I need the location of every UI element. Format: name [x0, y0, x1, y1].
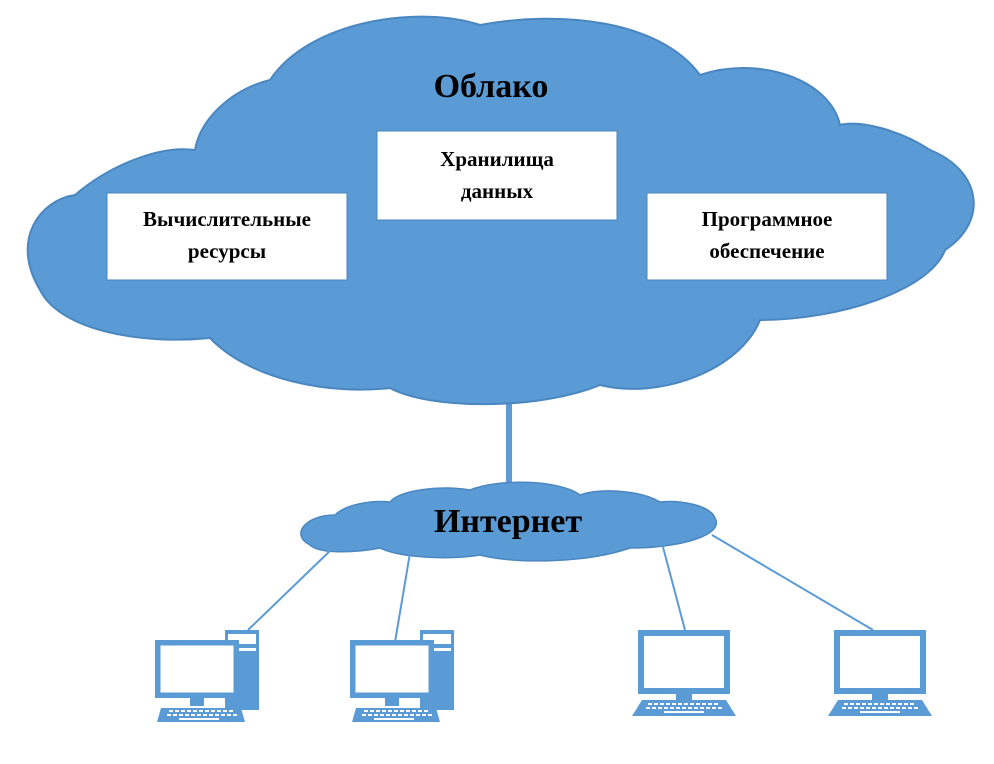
software-box — [646, 192, 888, 281]
compute-label-line1: Вычислительные — [143, 207, 311, 231]
software-label-line2: обеспечение — [709, 239, 824, 263]
desktop-computer-icon — [154, 629, 260, 723]
line-to-computer-3 — [662, 546, 686, 631]
compute-box — [106, 192, 348, 281]
line-to-computer-2 — [394, 552, 411, 643]
line-to-computer-1 — [247, 547, 334, 631]
desktop-computer-icon — [349, 629, 455, 723]
compute-label-line2: ресурсы — [188, 239, 266, 263]
internet-title: Интернет — [434, 503, 582, 540]
software-label-line1: Программное — [702, 207, 833, 231]
laptop-computer-icon — [632, 630, 736, 716]
storage-box — [376, 130, 618, 221]
storage-label-line2: данных — [461, 179, 534, 203]
storage-label-line1: Хранилища — [440, 147, 554, 171]
internet-cloud-shape — [300, 481, 718, 562]
line-to-computer-4 — [711, 534, 874, 631]
cloud-title: Облако — [434, 68, 549, 105]
laptop-computer-icon — [828, 630, 932, 716]
network-lines — [247, 534, 874, 643]
